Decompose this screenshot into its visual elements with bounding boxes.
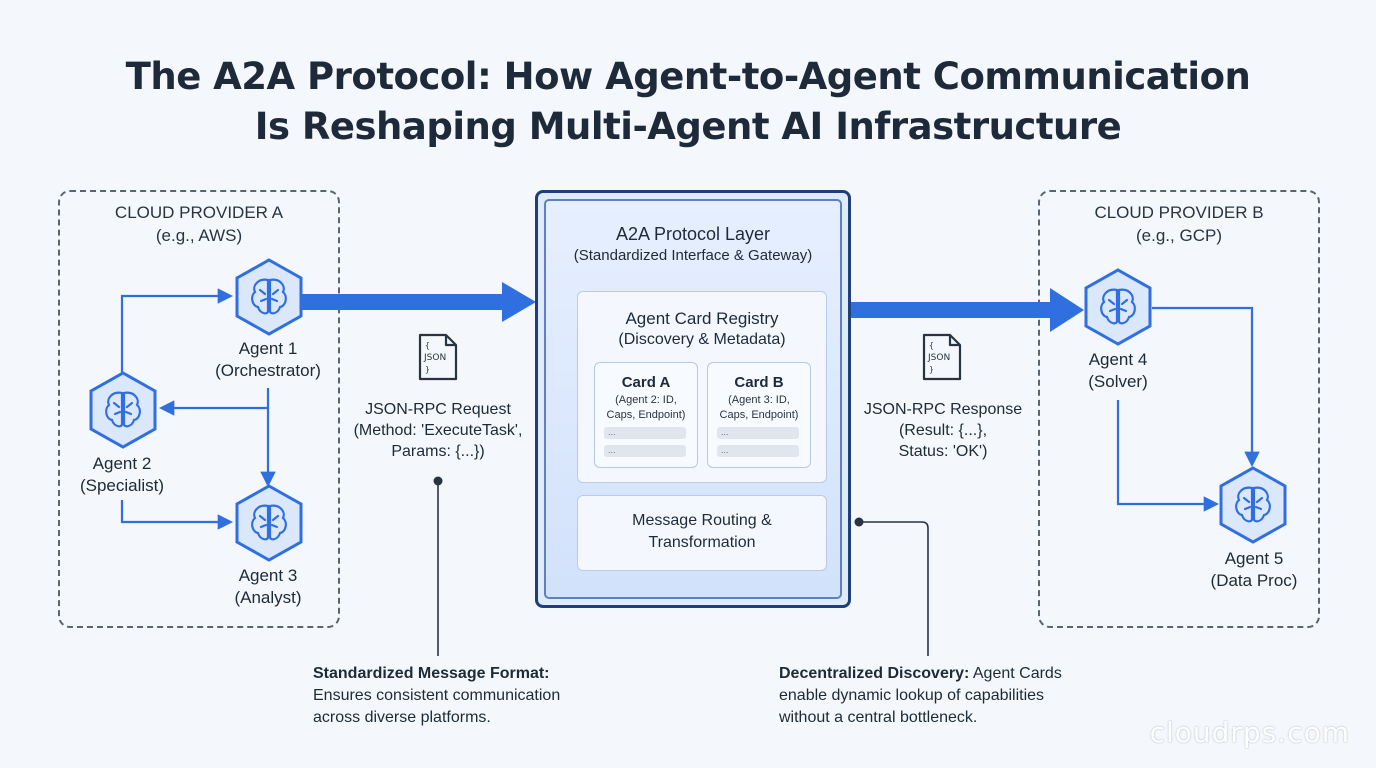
card-a-field-2: ...: [604, 445, 686, 457]
agent-4-name: Agent 4: [1088, 350, 1148, 369]
a2a-protocol-layer: A2A Protocol Layer (Standardized Interfa…: [535, 190, 851, 608]
card-b-line-1: (Agent 3: ID,: [728, 394, 790, 406]
agent-2-brain-icon: [89, 371, 157, 449]
agent-5-name: Agent 5: [1224, 549, 1284, 568]
response-line-2: Status: 'OK'): [898, 443, 988, 460]
card-a-field-1: ...: [604, 427, 686, 439]
agent-3-role: (Analyst): [234, 588, 302, 607]
agent-1-name: Agent 1: [238, 339, 298, 358]
format-note-line-1: Ensures consistent communication: [313, 687, 561, 704]
cloud-provider-a-box: CLOUD PROVIDER A (e.g., AWS): [58, 190, 340, 628]
card-a-line-2: Caps, Endpoint): [606, 409, 686, 421]
agent-1-role: (Orchestrator): [215, 361, 321, 380]
card-a-line-1: (Agent 2: ID,: [615, 394, 677, 406]
json-icon-close-brace: }: [425, 365, 430, 374]
protocol-layer-inner: A2A Protocol Layer (Standardized Interfa…: [544, 199, 842, 599]
json-icon-open-brace: {: [929, 341, 934, 350]
discovery-note: Decentralized Discovery: Agent Cards ena…: [779, 663, 1062, 729]
routing-line-1: Message Routing &: [632, 512, 772, 529]
json-icon-text: JSON: [927, 353, 950, 363]
agent4-to-agent5-arrow: [1152, 306, 1260, 468]
card-a-details: (Agent 2: ID, Caps, Endpoint): [595, 393, 697, 423]
card-a-title: Card A: [621, 374, 671, 391]
agent2-to-agent1-arrow: [120, 288, 234, 378]
response-flow-arrow: [845, 288, 1084, 332]
format-callout-line: [433, 476, 443, 656]
protocol-layer-title: A2A Protocol Layer: [615, 224, 771, 244]
card-b-line-2: Caps, Endpoint): [719, 409, 799, 421]
format-note-line-2: across diverse platforms.: [313, 709, 491, 726]
agent1-to-agent2-arrow: [158, 388, 270, 416]
agent-card-b: Card B (Agent 3: ID, Caps, Endpoint) ...…: [707, 362, 811, 468]
agent-1-label: Agent 1 (Orchestrator): [198, 338, 338, 382]
agent2-to-agent3-arrow: [120, 500, 234, 530]
agent-4-label: Agent 4 (Solver): [1048, 349, 1188, 393]
discovery-note-line-1: enable dynamic lookup of capabilities: [779, 687, 1045, 704]
agent-5-role: (Data Proc): [1210, 571, 1298, 590]
agent-1-brain-icon: [235, 258, 303, 336]
agent-5-brain-icon: [1219, 466, 1287, 544]
format-note-heading: Standardized Message Format:: [313, 665, 550, 682]
format-note: Standardized Message Format: Ensures con…: [313, 663, 560, 729]
agent-3-name: Agent 3: [238, 566, 298, 585]
protocol-layer-subtitle: (Standardized Interface & Gateway): [573, 247, 813, 264]
json-file-icon: { JSON }: [418, 333, 458, 381]
response-title: JSON-RPC Response: [863, 401, 1023, 418]
provider-a-example: (e.g., AWS): [155, 226, 243, 245]
agent-card-a: Card A (Agent 2: ID, Caps, Endpoint) ...…: [594, 362, 698, 468]
card-b-field-2: ...: [717, 445, 799, 457]
watermark: cloudrps.com: [1149, 716, 1350, 749]
diagram-title: The A2A Protocol: How Agent-to-Agent Com…: [0, 52, 1376, 152]
discovery-note-rest: Agent Cards: [969, 665, 1062, 682]
provider-b-example: (e.g., GCP): [1136, 226, 1222, 245]
json-icon-text: JSON: [423, 353, 446, 363]
registry-subtitle: (Discovery & Metadata): [618, 331, 786, 348]
agent-card-registry: Agent Card Registry (Discovery & Metadat…: [577, 291, 827, 483]
agent-2-label: Agent 2 (Specialist): [52, 453, 192, 497]
json-icon-close-brace: }: [929, 365, 934, 374]
discovery-note-heading: Decentralized Discovery:: [779, 665, 970, 682]
agent4-to-agent5-lower-arrow: [1116, 400, 1220, 512]
json-rpc-response-label: JSON-RPC Response (Result: {...}, Status…: [843, 399, 1043, 462]
agent-3-brain-icon: [235, 484, 303, 562]
routing-line-2: Transformation: [648, 534, 756, 551]
json-file-icon: { JSON }: [922, 333, 962, 381]
response-line-1: (Result: {...},: [898, 422, 988, 439]
card-b-details: (Agent 3: ID, Caps, Endpoint): [708, 393, 810, 423]
agent-5-label: Agent 5 (Data Proc): [1184, 548, 1324, 592]
agent-2-role: (Specialist): [79, 476, 165, 495]
request-flow-arrow: [302, 282, 536, 322]
discovery-note-line-2: without a central bottleneck.: [779, 709, 978, 726]
title-line-1: The A2A Protocol: How Agent-to-Agent Com…: [125, 55, 1251, 98]
cloud-provider-b-box: CLOUD PROVIDER B (e.g., GCP): [1038, 190, 1320, 628]
agent-4-brain-icon: [1084, 268, 1152, 346]
title-line-2: Is Reshaping Multi-Agent AI Infrastructu…: [254, 105, 1122, 148]
agent-3-label: Agent 3 (Analyst): [198, 565, 338, 609]
json-rpc-request-label: JSON-RPC Request (Method: 'ExecuteTask',…: [338, 399, 538, 462]
request-line-2: Params: {...}): [391, 443, 485, 460]
message-routing-box: Message Routing & Transformation: [577, 495, 827, 571]
provider-b-name: CLOUD PROVIDER B: [1094, 203, 1264, 222]
provider-a-name: CLOUD PROVIDER A: [114, 203, 284, 222]
card-b-title: Card B: [734, 374, 784, 391]
request-line-1: (Method: 'ExecuteTask',: [353, 422, 523, 439]
card-b-field-1: ...: [717, 427, 799, 439]
request-title: JSON-RPC Request: [365, 401, 511, 418]
registry-title: Agent Card Registry: [625, 309, 779, 328]
json-icon-open-brace: {: [425, 341, 430, 350]
agent-4-role: (Solver): [1088, 372, 1148, 391]
agent-2-name: Agent 2: [92, 454, 152, 473]
discovery-callout-line: [854, 517, 929, 656]
